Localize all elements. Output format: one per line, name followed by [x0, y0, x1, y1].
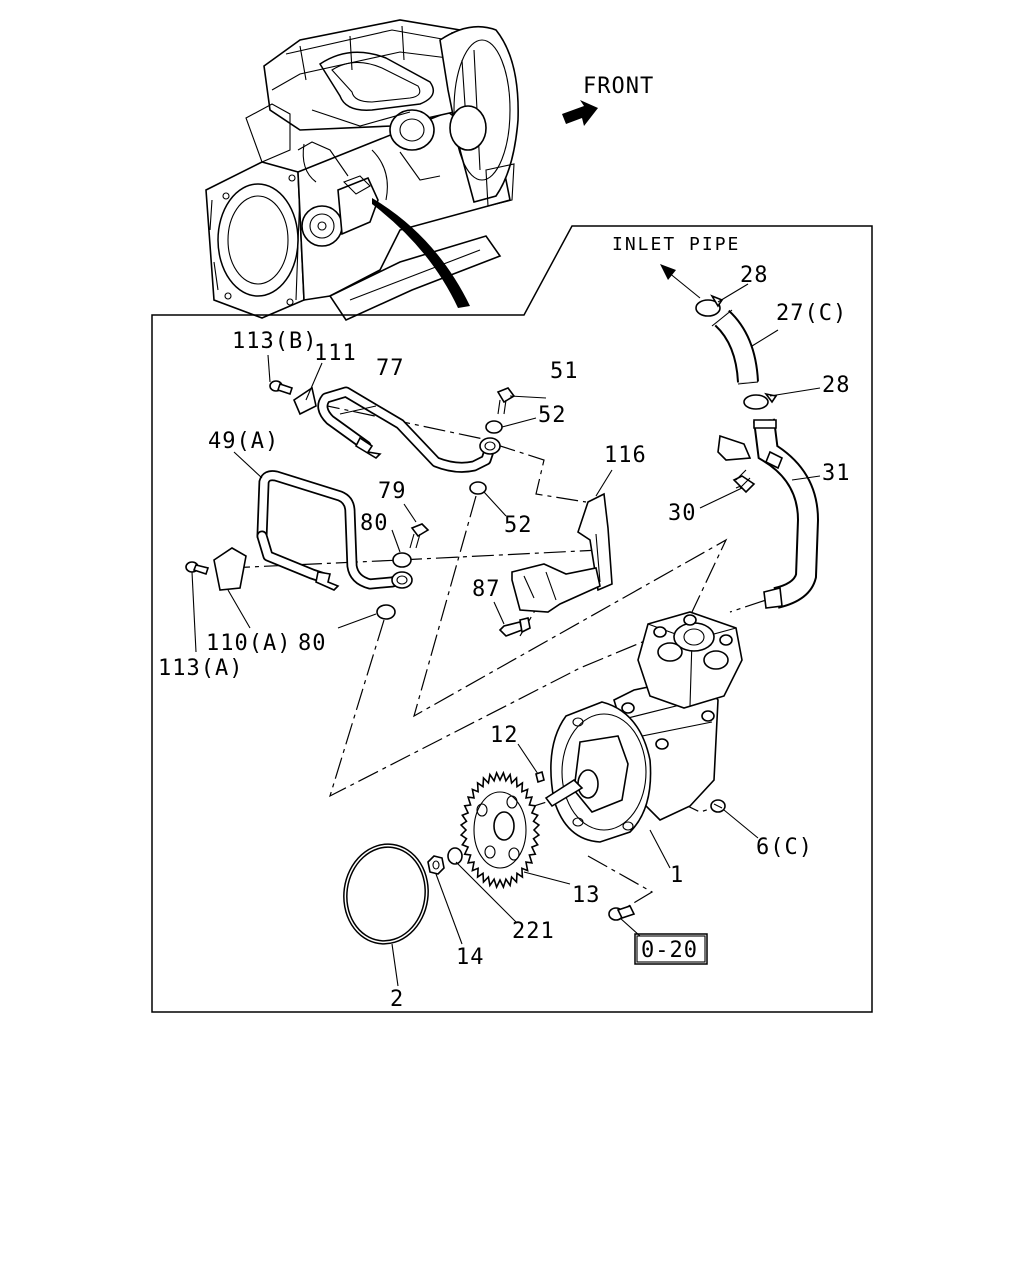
- oil-pipe-49a: [256, 470, 413, 591]
- callout-87: 87: [472, 577, 501, 602]
- callout-116: 116: [604, 443, 647, 468]
- front-indicator: FRONT: [562, 74, 654, 126]
- callout-1: 1: [670, 863, 684, 888]
- callout-111: 111: [314, 341, 357, 366]
- callout-221: 221: [512, 919, 555, 944]
- bolt-51: [496, 387, 516, 415]
- callout-80-top: 80: [360, 511, 389, 536]
- inlet-pipe-indicator: INLET PIPE: [612, 234, 740, 299]
- callout-labels: 113(B) 111 77 51 52 116 49(A) 79 52 80 8…: [158, 263, 851, 1012]
- bolt-79: [409, 523, 430, 549]
- callout-30: 30: [668, 501, 697, 526]
- callout-13: 13: [572, 883, 601, 908]
- bolt-0-20: [608, 905, 636, 921]
- callout-31: 31: [822, 461, 851, 486]
- washer-52-top: [485, 420, 503, 434]
- bolt-30: [732, 469, 756, 494]
- bracket-116: [511, 492, 613, 613]
- washer-221: [447, 847, 463, 865]
- callout-113b: 113(B): [232, 329, 317, 354]
- hose-clamp-28-top: [695, 294, 724, 317]
- callout-28-bottom: 28: [822, 373, 851, 398]
- reference-box: 0-20: [634, 933, 708, 965]
- o-ring-2: [343, 843, 429, 945]
- callout-110a: 110(A): [206, 631, 291, 656]
- callout-27c: 27(C): [776, 301, 847, 326]
- front-arrow-icon: [562, 100, 598, 126]
- reference-box-label: 0-20: [641, 938, 698, 963]
- callout-77: 77: [376, 356, 405, 381]
- washer-80-bottom: [376, 604, 396, 620]
- callout-51: 51: [550, 359, 579, 384]
- oil-pipe-77: [317, 386, 501, 473]
- callout-52-bottom: 52: [504, 513, 533, 538]
- hose-27c: [711, 309, 759, 385]
- inlet-pipe-label: INLET PIPE: [612, 234, 740, 255]
- detail-frame: [151, 225, 873, 1013]
- callout-80-bottom: 80: [298, 631, 327, 656]
- gear-13: [459, 770, 541, 890]
- washer-52-bottom: [469, 481, 487, 495]
- callout-28-top: 28: [740, 263, 769, 288]
- bolt-113a: [185, 561, 210, 576]
- bolt-6c: [710, 799, 726, 813]
- callout-2: 2: [390, 987, 404, 1012]
- air-compressor-1: [544, 611, 743, 843]
- callout-113a: 113(A): [158, 656, 243, 681]
- leader-lines: [191, 283, 821, 987]
- bolt-87: [498, 617, 531, 637]
- inlet-pipe-31: [717, 418, 820, 609]
- clip-111: [293, 386, 317, 416]
- callout-6c: 6(C): [756, 835, 813, 860]
- key-12: [535, 770, 545, 784]
- callout-79: 79: [378, 479, 407, 504]
- callout-49a: 49(A): [208, 429, 279, 454]
- front-label: FRONT: [583, 74, 654, 99]
- callout-52-top: 52: [538, 403, 567, 428]
- inlet-arrow-icon: [660, 264, 676, 280]
- callout-12: 12: [490, 723, 519, 748]
- callout-14: 14: [456, 945, 485, 970]
- hose-clamp-28-bottom: [743, 392, 778, 410]
- nut-14: [427, 855, 445, 875]
- engine-overview-illustration: [205, 19, 519, 322]
- bolt-113b: [269, 380, 294, 396]
- clip-110a: [213, 547, 247, 591]
- washer-80-top: [392, 552, 412, 568]
